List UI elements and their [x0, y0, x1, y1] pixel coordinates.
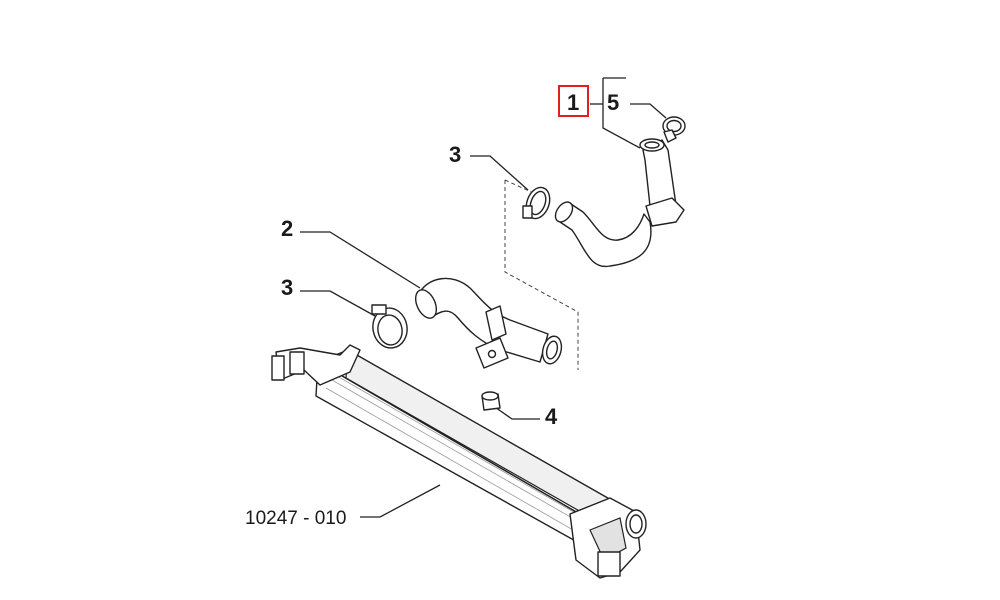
hose-clamp-upper-part-3[interactable]	[522, 184, 554, 222]
intercooler-assembly[interactable]	[271, 344, 647, 579]
leader-lines	[300, 77, 667, 518]
callout-part-3-lower[interactable]: 3	[281, 275, 293, 300]
grommet-part-4[interactable]	[481, 391, 501, 411]
part-1-highlight-box[interactable]	[558, 85, 589, 117]
hose-clamp-lower-part-3[interactable]	[370, 304, 410, 351]
callout-part-4[interactable]: 4	[545, 404, 558, 429]
assembly-dashed-outline	[504, 179, 579, 370]
upper-hose-part-1[interactable]	[552, 129, 685, 268]
callout-part-3-upper[interactable]: 3	[449, 142, 461, 167]
callout-part-1[interactable]: 1	[567, 90, 579, 115]
lower-hose-part-2[interactable]	[412, 277, 565, 369]
assembly-reference-label[interactable]: 10247 - 010	[245, 508, 346, 529]
callout-part-5[interactable]: 5	[607, 90, 619, 115]
callout-part-2[interactable]: 2	[281, 216, 293, 241]
